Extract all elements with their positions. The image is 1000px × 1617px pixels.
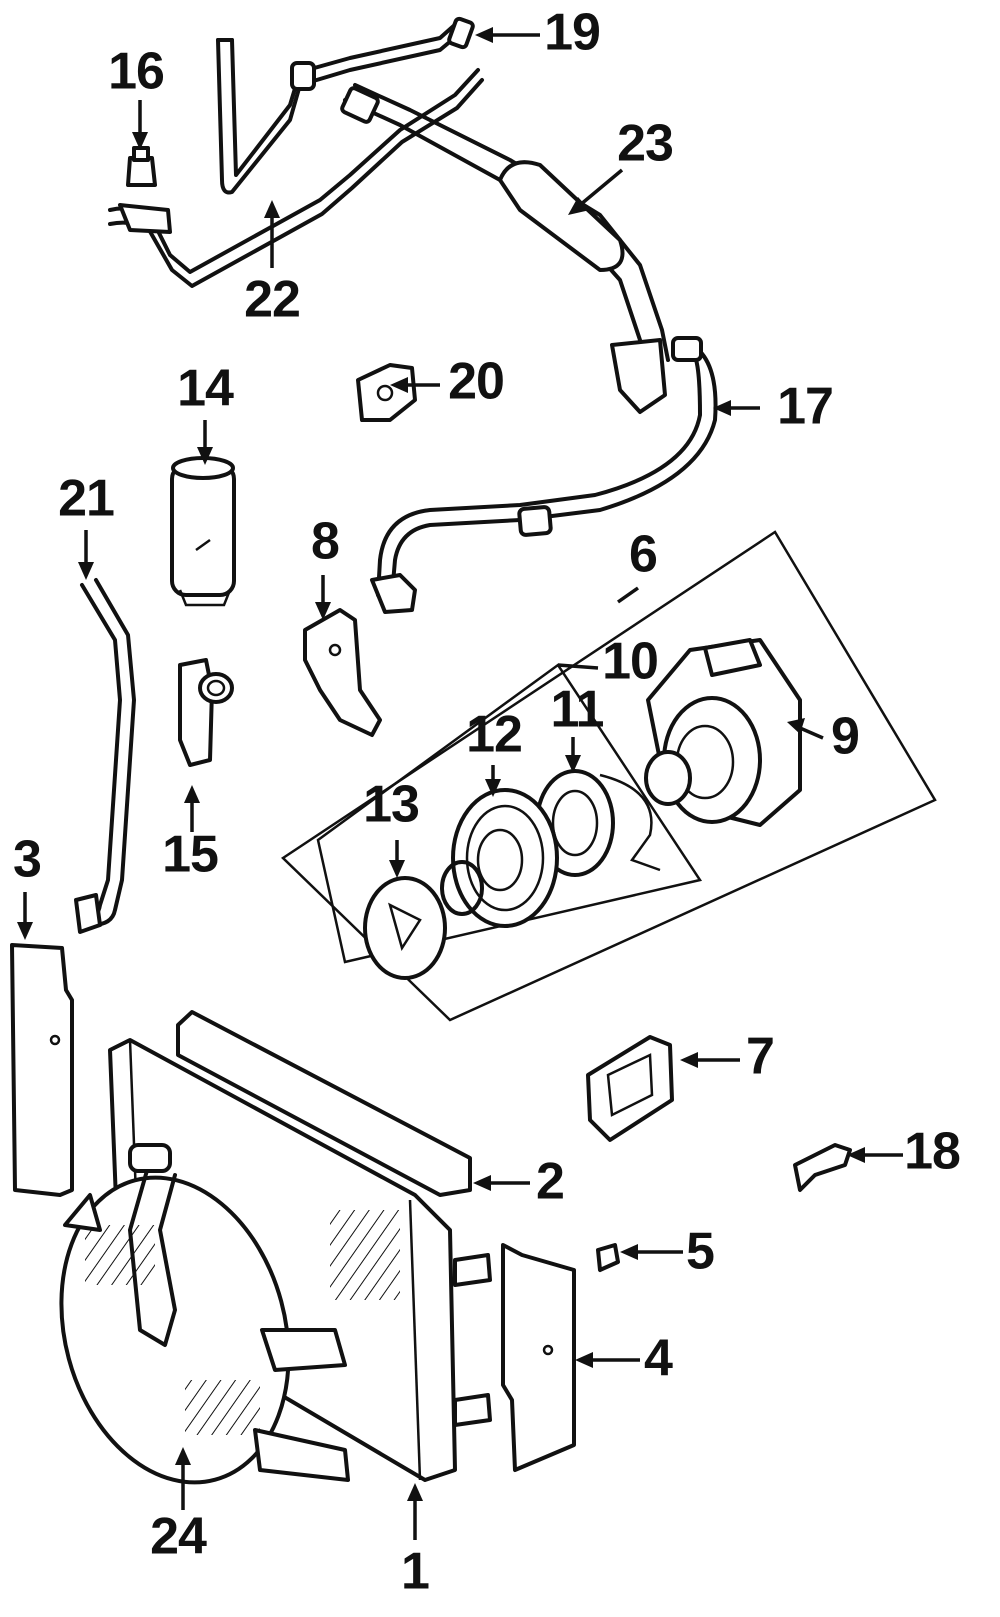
callout-16: 16 bbox=[108, 43, 164, 101]
leader-23 bbox=[578, 168, 624, 207]
callout-labels: 19 16 23 22 20 14 17 21 8 6 10 12 11 9 1… bbox=[13, 4, 961, 1601]
arrowhead-13 bbox=[389, 860, 405, 878]
arrowhead-20 bbox=[390, 377, 408, 393]
callout-12: 12 bbox=[466, 706, 522, 764]
leader-9 bbox=[799, 726, 824, 740]
arrowhead-1 bbox=[407, 1483, 423, 1501]
receiver-drier-part bbox=[170, 456, 236, 607]
fan-shroud-part bbox=[59, 1143, 350, 1485]
compressor-assembly-part bbox=[281, 530, 937, 1022]
bracket-20-part bbox=[356, 363, 417, 422]
callout-4: 4 bbox=[644, 1330, 673, 1388]
bracket-8-part bbox=[303, 608, 382, 737]
callout-20: 20 bbox=[448, 353, 504, 411]
arrowhead-8 bbox=[315, 602, 331, 620]
seal-3-part bbox=[10, 943, 74, 1197]
callout-9: 9 bbox=[831, 708, 859, 766]
callout-24: 24 bbox=[150, 1508, 207, 1566]
callout-5: 5 bbox=[686, 1223, 714, 1281]
condenser-part bbox=[108, 1038, 492, 1482]
bracket-7-part bbox=[586, 1035, 674, 1142]
callout-23: 23 bbox=[617, 115, 673, 173]
callout-11: 11 bbox=[551, 681, 604, 739]
arrowhead-21 bbox=[78, 562, 94, 580]
callout-2: 2 bbox=[536, 1153, 564, 1211]
drier-bracket-part bbox=[178, 658, 234, 767]
callout-22: 22 bbox=[244, 271, 300, 329]
arrowhead-17 bbox=[713, 400, 731, 416]
callout-18: 18 bbox=[904, 1123, 960, 1181]
arrowhead-23 bbox=[568, 197, 590, 215]
leader-arrows bbox=[17, 27, 903, 1540]
arrowhead-24 bbox=[175, 1447, 191, 1465]
callout-13: 13 bbox=[363, 776, 419, 834]
seal-4-part bbox=[501, 1243, 576, 1472]
arrowhead-11 bbox=[565, 755, 581, 773]
clip-5-part bbox=[596, 1243, 620, 1272]
callout-10: 10 bbox=[602, 633, 658, 691]
arrowhead-9 bbox=[787, 718, 805, 734]
callout-8: 8 bbox=[311, 513, 339, 571]
arrowhead-2 bbox=[473, 1175, 491, 1191]
arrowhead-7 bbox=[680, 1052, 698, 1068]
arrowhead-16 bbox=[132, 132, 148, 150]
leader-6 bbox=[616, 586, 640, 604]
bracket-18-part bbox=[793, 1143, 852, 1192]
arrowhead-22 bbox=[264, 200, 280, 218]
arrowhead-18 bbox=[847, 1147, 865, 1163]
callout-1: 1 bbox=[401, 1543, 429, 1601]
callout-19: 19 bbox=[544, 4, 600, 62]
discharge-line-assembly bbox=[108, 16, 718, 614]
callout-14: 14 bbox=[177, 360, 234, 418]
liquid-line-part bbox=[74, 578, 136, 934]
arrowhead-4 bbox=[575, 1352, 593, 1368]
arrowhead-3 bbox=[17, 922, 33, 940]
callout-3: 3 bbox=[13, 831, 41, 889]
callout-15: 15 bbox=[162, 826, 218, 884]
seal-2-part bbox=[176, 1010, 472, 1197]
callout-6: 6 bbox=[629, 526, 657, 584]
leader-10 bbox=[557, 663, 599, 670]
callout-21: 21 bbox=[58, 470, 114, 528]
callout-7: 7 bbox=[746, 1028, 774, 1086]
callout-17: 17 bbox=[777, 378, 833, 436]
pressure-switch-part bbox=[126, 146, 157, 187]
arrowhead-19 bbox=[475, 27, 493, 43]
arrowhead-5 bbox=[620, 1244, 638, 1260]
arrowhead-14 bbox=[197, 447, 213, 465]
arrowhead-12 bbox=[485, 779, 501, 797]
arrowhead-15 bbox=[184, 785, 200, 803]
